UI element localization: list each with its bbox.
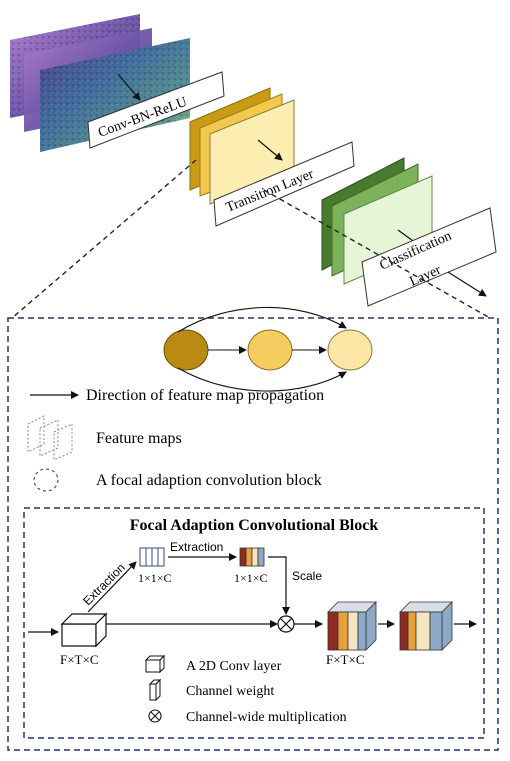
- classification-layer-label-box: Classification Layer: [361, 207, 497, 307]
- arrow-orange-to-transition: [257, 139, 283, 161]
- vector-dim-label-2: 1×1×C: [234, 571, 268, 585]
- conv-layer-legend-icon: [144, 654, 166, 674]
- multiply-icon: [277, 615, 295, 633]
- scale-label: Scale: [292, 569, 322, 583]
- feature-maps-icon: [27, 415, 73, 461]
- extraction-label-2: Extraction: [170, 540, 223, 554]
- chain-node-3: [327, 329, 373, 371]
- channel-vector-1: [139, 547, 165, 567]
- multiplication-legend-icon: [148, 709, 162, 723]
- extraction-arrow-1: [87, 561, 137, 613]
- legend-weight-text: Channel weight: [186, 684, 274, 699]
- chain-node-1: [163, 329, 209, 371]
- output-dim-label: F×T×C: [326, 652, 365, 667]
- extraction-label-1: Extraction: [80, 560, 128, 608]
- legend-mult-text: Channel-wide multiplication: [186, 710, 347, 725]
- legend-arrow-text: Direction of feature map propagation: [86, 387, 324, 404]
- block-chain: [163, 306, 373, 392]
- zoom-line-left: [11, 159, 197, 319]
- fac-block-title: Focal Adaption Convolutional Block: [130, 517, 379, 534]
- arrow-output: [447, 271, 487, 297]
- channel-weight-legend-icon: [148, 678, 162, 702]
- input-dim-label: F×T×C: [60, 652, 99, 667]
- arrow-spec-to-conv: [117, 73, 141, 101]
- channel-weight-vector: [239, 547, 265, 567]
- green-feature-maps: [321, 157, 433, 285]
- focal-block-icon: [33, 468, 59, 492]
- chain-node-2: [247, 329, 293, 371]
- detail-frame: [7, 317, 499, 751]
- scale-arrow: [268, 556, 290, 615]
- input-conv-cube: [60, 612, 108, 648]
- zoom-line-right: [263, 189, 491, 319]
- output-feature-stack: [399, 601, 453, 651]
- fac-block-frame: [23, 507, 485, 739]
- vector-dim-label-1: 1×1×C: [138, 571, 172, 585]
- legend-conv-text: A 2D Conv layer: [186, 659, 282, 674]
- legend-block-text: A focal adaption convolution block: [96, 472, 322, 489]
- legend-maps-text: Feature maps: [96, 430, 182, 447]
- weighted-feature-stack: [327, 601, 377, 651]
